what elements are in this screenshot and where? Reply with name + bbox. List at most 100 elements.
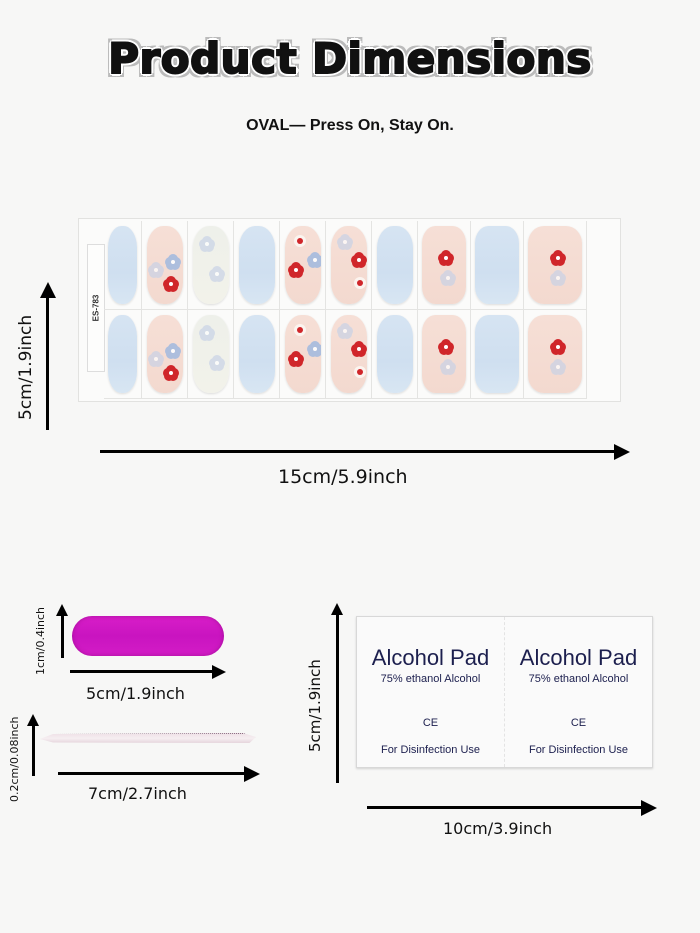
nail-slot	[280, 221, 326, 310]
arrow-shaft	[367, 806, 643, 809]
nail-slot	[142, 221, 188, 310]
flower-icon	[308, 254, 321, 267]
flower-icon	[210, 357, 223, 370]
flower-icon	[352, 254, 365, 267]
flower-icon	[308, 343, 321, 356]
nail-sticker-blue	[107, 315, 138, 393]
arrow-right-icon	[212, 665, 226, 679]
arrow-shaft	[46, 296, 49, 430]
alcohol-pad: Alcohol Pad 75% ethanol Alcohol CE For D…	[505, 617, 652, 767]
nail-slot	[188, 310, 234, 399]
alcohol-pad-width-arrow	[367, 800, 657, 816]
pad-usage: For Disinfection Use	[380, 744, 481, 756]
arrow-up-icon	[27, 714, 39, 726]
nail-sticker-pink-flowers	[146, 226, 183, 304]
ce-mark-icon: CE	[422, 717, 439, 729]
nail-sticker-pink-flowers	[284, 315, 321, 393]
dot-icon	[296, 238, 303, 245]
nail-sheet-width-label: 15cm/5.9inch	[278, 466, 408, 488]
pad-title: Alcohol Pad	[371, 645, 490, 670]
alcohol-pad-height-arrow	[331, 603, 345, 783]
alcohol-pad-pack: Alcohol Pad 75% ethanol Alcohol CE For D…	[356, 616, 653, 768]
nail-sticker-blue	[474, 226, 520, 304]
arrow-shaft	[100, 450, 616, 453]
nail-sticker-cream-flowers	[192, 226, 229, 304]
nail-slot	[234, 221, 280, 310]
nail-grid	[104, 221, 619, 399]
nail-file-height-arrow	[56, 604, 68, 658]
nail-sticker-pink-flowers	[330, 226, 367, 304]
flower-icon	[552, 272, 565, 285]
nail-slot	[524, 310, 587, 399]
flower-icon	[200, 327, 213, 340]
ce-mark-icon: CE	[570, 717, 587, 729]
arrow-shaft	[70, 670, 214, 673]
nail-sticker-blue	[376, 226, 413, 304]
arrow-right-icon	[641, 800, 657, 816]
flower-icon	[164, 367, 177, 380]
nail-sticker-pink-flowers	[330, 315, 367, 393]
arrow-right-icon	[244, 766, 260, 782]
flower-icon	[552, 361, 565, 374]
nail-sheet-height-arrow	[40, 282, 56, 432]
nail-slot	[142, 310, 188, 399]
page-subtitle: OVAL— Press On, Stay On.	[246, 117, 454, 134]
nail-file-height-label: 1cm/0.4inch	[34, 606, 47, 675]
nail-sticker-blue	[238, 226, 275, 304]
nail-sticker-pink-flowers	[284, 226, 321, 304]
nail-sticker-blue	[474, 315, 520, 393]
nail-file-width-arrow	[70, 665, 226, 679]
nail-slot	[326, 221, 372, 310]
nail-sticker-pink-flowers	[146, 315, 183, 393]
alcohol-pad: Alcohol Pad 75% ethanol Alcohol CE For D…	[357, 617, 505, 767]
nail-sticker-blue	[376, 315, 413, 393]
arrow-shaft	[336, 613, 339, 783]
cuticle-stick-width-arrow	[58, 766, 260, 782]
flower-icon	[441, 361, 454, 374]
nail-sheet-height-label: 5cm/1.9inch	[16, 314, 36, 420]
page-title: Product Dimensions	[107, 33, 592, 84]
flower-icon	[352, 343, 365, 356]
cuticle-stick	[40, 733, 256, 743]
flower-icon	[210, 268, 223, 281]
nail-sheet-width-arrow	[100, 444, 630, 460]
product-code-strip: ES-783	[87, 244, 105, 372]
nail-slot	[326, 310, 372, 399]
pad-subtitle: 75% ethanol Alcohol	[380, 673, 481, 685]
flower-icon	[149, 353, 162, 366]
flower-icon	[552, 252, 565, 265]
pad-title: Alcohol Pad	[519, 645, 638, 670]
pad-usage: For Disinfection Use	[528, 744, 629, 756]
arrow-shaft	[32, 724, 35, 776]
flower-icon	[338, 325, 351, 338]
flower-icon	[439, 252, 452, 265]
nail-slot	[418, 221, 471, 310]
nail-sticker-cream-flowers	[192, 315, 229, 393]
flower-icon	[149, 264, 162, 277]
nail-sticker-pink-flower	[421, 315, 467, 393]
flower-icon	[166, 345, 179, 358]
dot-icon	[356, 369, 363, 376]
flower-icon	[289, 353, 302, 366]
flower-icon	[289, 264, 302, 277]
nail-slot	[372, 310, 418, 399]
cuticle-stick-height-arrow	[27, 714, 39, 776]
nail-slot	[280, 310, 326, 399]
alcohol-pad-width-label: 10cm/3.9inch	[443, 819, 553, 838]
nail-sticker-pink-flower	[528, 226, 582, 304]
flower-icon	[441, 272, 454, 285]
nail-slot	[418, 310, 471, 399]
pad-subtitle: 75% ethanol Alcohol	[528, 673, 629, 685]
flower-icon	[164, 278, 177, 291]
arrow-up-icon	[56, 604, 68, 616]
nail-sheet: ES-783	[78, 218, 621, 402]
flower-icon	[552, 341, 565, 354]
arrow-shaft	[58, 772, 246, 775]
product-code: ES-783	[91, 294, 101, 322]
nail-slot	[471, 310, 524, 399]
arrow-right-icon	[614, 444, 630, 460]
nail-file	[72, 616, 224, 656]
nail-file-width-label: 5cm/1.9inch	[86, 684, 185, 703]
nail-sticker-blue	[107, 226, 138, 304]
arrow-up-icon	[331, 603, 343, 615]
